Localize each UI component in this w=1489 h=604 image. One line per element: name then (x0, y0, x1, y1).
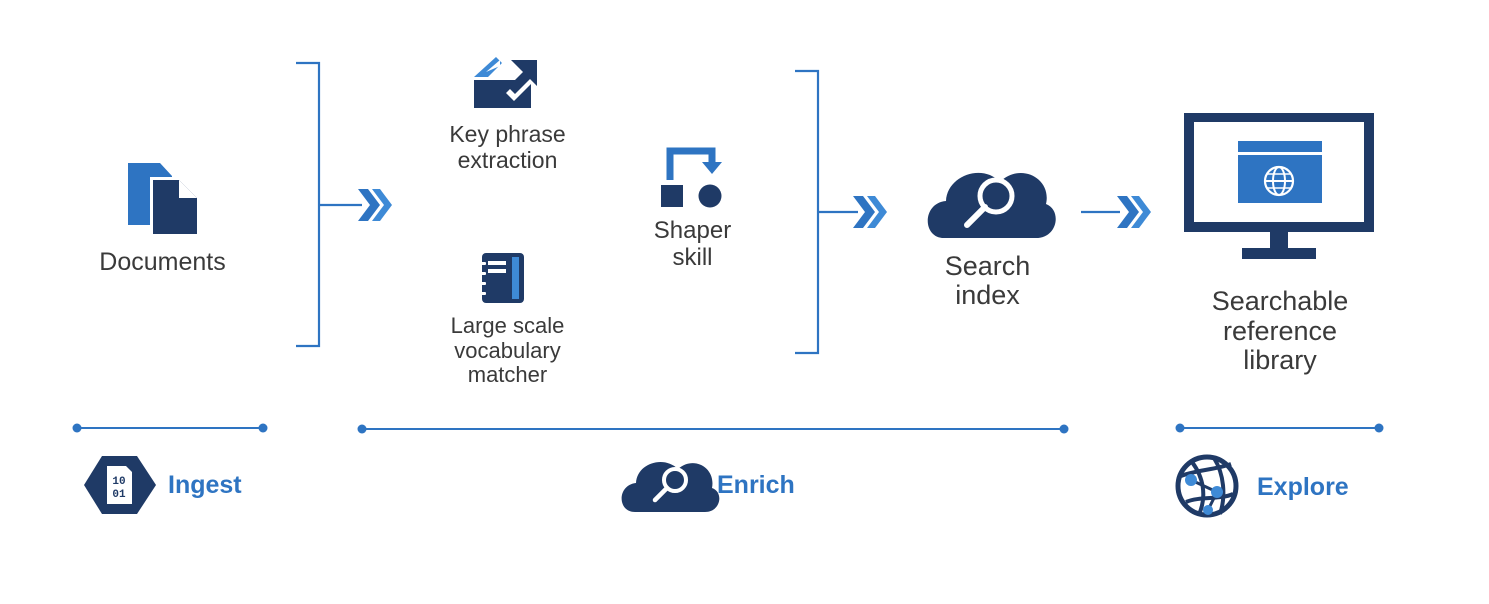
notebook-icon (478, 253, 524, 303)
binary-hexagon-icon: 10 01 (84, 456, 156, 514)
bracket-enrich (795, 69, 858, 355)
svg-text:01: 01 (112, 489, 126, 501)
documents-label: Documents (80, 248, 245, 276)
search-index-label: Search index (915, 252, 1060, 309)
globe-network-icon (1175, 454, 1239, 518)
shaper-line2: skill (672, 243, 713, 271)
timeline-explore (1175, 423, 1384, 433)
shaper-label: Shaper skill (630, 217, 755, 272)
documents-label-text: Documents (99, 248, 226, 276)
cloud-search-icon (927, 172, 1056, 238)
svg-text:10: 10 (112, 476, 125, 488)
search-index-line2: index (955, 279, 1020, 310)
vocab-line3: matcher (467, 362, 548, 388)
timeline-ingest (72, 423, 268, 433)
shaper-icon (661, 147, 722, 208)
key-phrase-line1: Key phrase (449, 121, 566, 147)
documents-icon (128, 163, 200, 237)
shaper-line1: Shaper (653, 217, 732, 244)
monitor-globe-icon (1184, 113, 1374, 259)
library-label: Searchable reference library (1180, 286, 1380, 376)
chevron-arrow-1 (358, 189, 392, 221)
bracket-ingest (296, 61, 362, 348)
cloud-search-icon (621, 461, 720, 512)
stage-enrich-label: Enrich (717, 471, 795, 499)
stage-explore-label: Explore (1257, 473, 1349, 501)
vocab-line1: Large scale (450, 313, 565, 338)
vocab-line2: vocabulary (454, 337, 561, 363)
stage-ingest-label: Ingest (168, 471, 242, 499)
vocab-label: Large scale vocabulary matcher (420, 313, 595, 388)
key-phrase-icon (474, 57, 537, 108)
timeline-enrich (357, 424, 1069, 434)
chevron-arrow-3 (1081, 196, 1151, 228)
chevron-arrow-2 (853, 196, 887, 228)
library-line1: Searchable (1211, 286, 1349, 316)
library-line2: reference (1222, 315, 1338, 346)
key-phrase-label: Key phrase extraction (420, 121, 595, 174)
search-index-line1: Search (944, 251, 1031, 281)
library-line3: library (1243, 345, 1317, 376)
key-phrase-line2: extraction (457, 146, 558, 173)
